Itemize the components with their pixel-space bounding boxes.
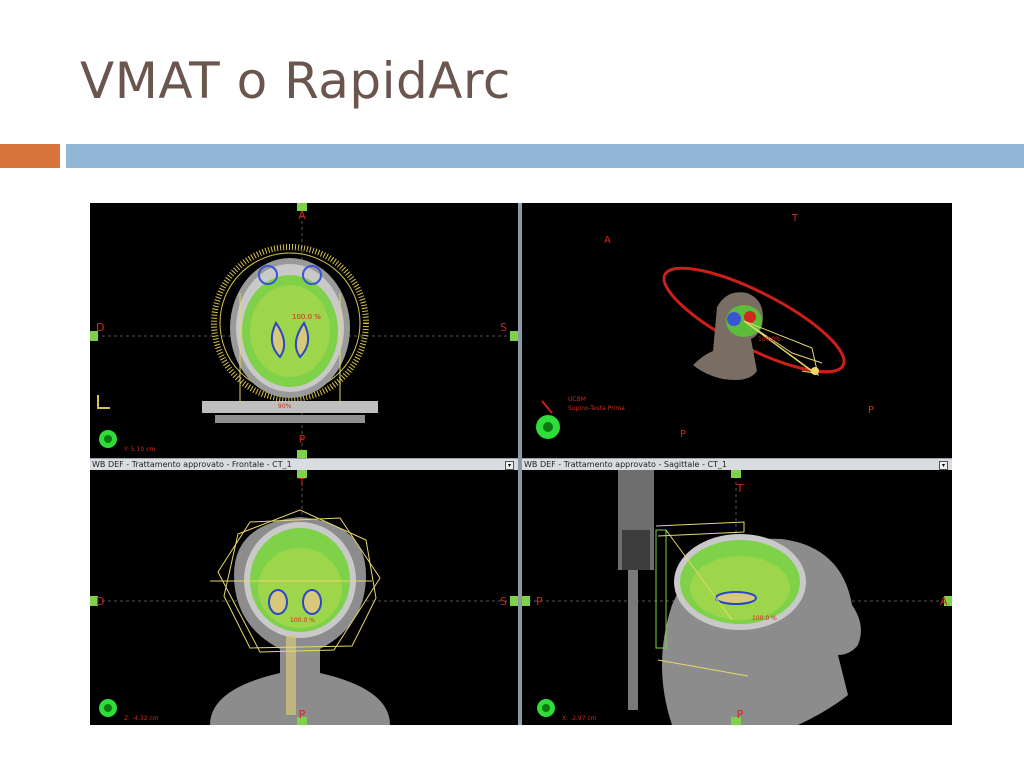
frontal-pane-title: WB DEF - Trattamento approvato - Frontal… [92, 460, 292, 469]
axial-coordinate: Y: 5.10 cm [123, 446, 155, 453]
3d-patient-line1: UCBM [568, 396, 586, 403]
sagittal-coordinate: X: -2.97 cm [562, 715, 597, 722]
3d-label-p1: P [868, 405, 874, 416]
axial-view-image: A D S P 100.0 % 90% Y: 5.10 cm [90, 203, 518, 458]
axial-label-bottom: P [299, 433, 306, 446]
frontal-pane-menu-button[interactable]: ▾ [505, 461, 514, 470]
axial-label-left: D [96, 321, 104, 334]
title-accent-blue [66, 144, 1024, 168]
frontal-dose-label: 100.0 % [290, 617, 315, 624]
sagittal-view-image: T P A P 100.0 % X: -2.97 cm [522, 470, 952, 725]
frontal-coordinate: Z: -4.32 cm [124, 715, 159, 722]
3d-label-t: T [791, 213, 799, 224]
sagittal-dose-label: 100.0 % [752, 615, 777, 622]
axial-dose-label: 100.0 % [292, 313, 321, 321]
frontal-label-bottom: P [299, 708, 306, 721]
frontal-label-top: T [298, 476, 306, 489]
3d-view-image: T A P P 100.0% UCBM Supino-Testa Prima [536, 213, 874, 440]
treatment-planning-screenshot: A D S P 100.0 % 90% Y: 5.10 cm T A P P 1… [90, 203, 952, 725]
3d-label-p2: P [680, 429, 686, 440]
sagittal-label-right: A [940, 595, 948, 608]
3d-label-a: A [604, 235, 611, 246]
frontal-view-pane[interactable]: T D S P 100.0 % Z: -4.32 cm [90, 470, 518, 725]
frontal-label-right: S [500, 595, 507, 608]
axial-view-pane[interactable]: A D S P 100.0 % 90% Y: 5.10 cm [90, 203, 518, 458]
3d-patient-line2: Supino-Testa Prima [568, 405, 625, 412]
axial-label-top: A [298, 209, 306, 222]
pane-divider[interactable] [518, 203, 522, 725]
3d-dose-label: 100.0% [758, 336, 781, 343]
frontal-label-left: D [96, 595, 104, 608]
sagittal-label-left: P [536, 595, 543, 608]
sagittal-pane-menu-button[interactable]: ▾ [939, 461, 948, 470]
slide-title: VMAT o RapidArc [80, 52, 511, 110]
sagittal-label-top: T [736, 482, 744, 495]
axial-label-right: S [500, 321, 507, 334]
frontal-view-image: T D S P 100.0 % Z: -4.32 cm [90, 470, 518, 725]
title-accent-orange [0, 144, 60, 168]
axial-dose-low-label: 90% [278, 403, 292, 410]
3d-view-pane[interactable]: T A P P 100.0% UCBM Supino-Testa Prima [522, 203, 952, 458]
sagittal-view-pane[interactable]: T P A P 100.0 % X: -2.97 cm [522, 470, 952, 725]
sagittal-pane-title: WB DEF - Trattamento approvato - Sagitta… [524, 460, 728, 469]
sagittal-label-bottom: P [737, 708, 744, 721]
